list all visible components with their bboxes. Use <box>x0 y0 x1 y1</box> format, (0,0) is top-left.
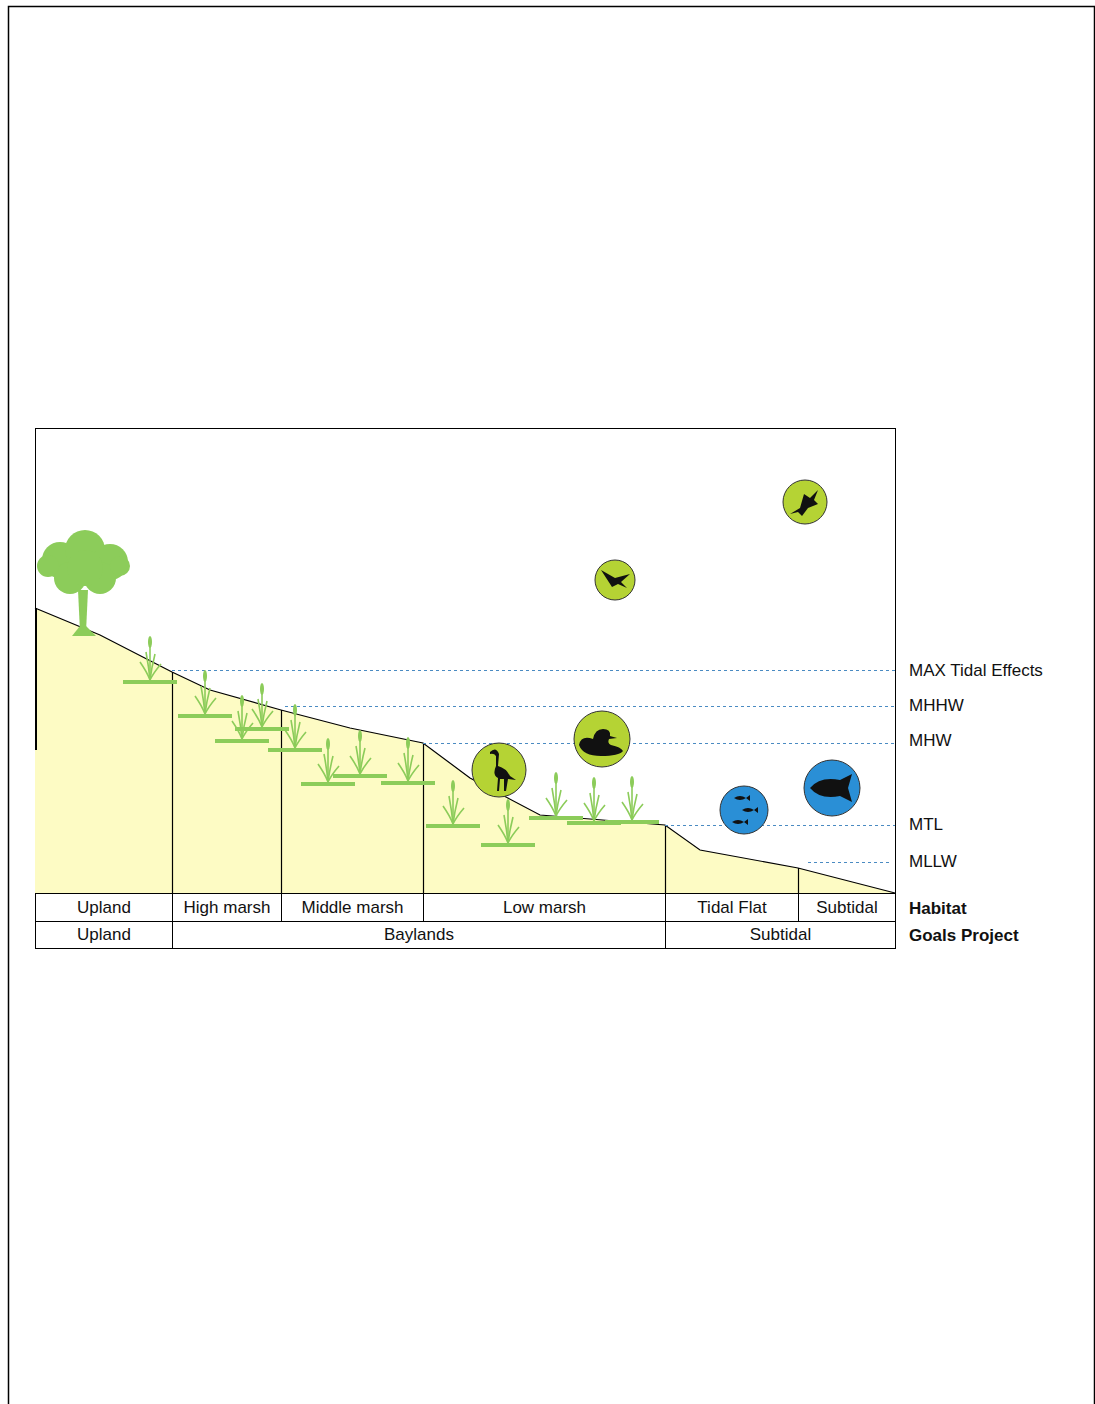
wading-bird-icon <box>472 743 526 797</box>
left-edge <box>35 608 37 750</box>
zone-name: Upland <box>77 898 131 918</box>
zone-name: Low marsh <box>503 898 586 918</box>
zone-name: Tidal Flat <box>697 898 766 918</box>
row-header: Habitat <box>909 899 967 919</box>
tidal-datum-label: MLLW <box>909 852 957 872</box>
habitat-cell: High marsh <box>172 893 282 922</box>
zone-name: Subtidal <box>816 898 877 918</box>
marsh-grass <box>123 636 659 845</box>
zone-name: High marsh <box>184 898 271 918</box>
tidal-datum-label: MHHW <box>909 696 964 716</box>
tern-icon <box>595 560 635 600</box>
tidal-datum-label: MAX Tidal Effects <box>909 661 1043 681</box>
large-fish-icon <box>804 760 860 816</box>
zone-dividers <box>173 672 799 893</box>
diagram-frame <box>36 429 896 949</box>
tidal-datum-label: MHW <box>909 731 951 751</box>
zone-name: Upland <box>77 925 131 945</box>
goals-project-cell: Baylands <box>172 921 666 949</box>
goals-project-cell: Upland <box>35 921 173 949</box>
page-border <box>9 7 1095 1404</box>
duck-icon <box>574 711 630 767</box>
zone-name: Middle marsh <box>301 898 403 918</box>
tidal-datum-label: MTL <box>909 815 943 835</box>
tidal-datum-lines <box>172 671 895 863</box>
goals-project-cell: Subtidal <box>665 921 896 949</box>
row-header: Goals Project <box>909 926 1019 946</box>
habitat-cell: Subtidal <box>798 893 896 922</box>
raptor-icon <box>783 480 827 524</box>
habitat-cell: Upland <box>35 893 173 922</box>
tree-symbol <box>37 530 130 636</box>
ground-profile <box>35 608 895 893</box>
habitat-cell: Middle marsh <box>281 893 424 922</box>
zone-name: Subtidal <box>750 925 811 945</box>
ground <box>35 608 895 893</box>
zone-name: Baylands <box>384 925 454 945</box>
habitat-cell: Tidal Flat <box>665 893 799 922</box>
small-fish-icon <box>720 786 768 834</box>
habitat-cell: Low marsh <box>423 893 666 922</box>
